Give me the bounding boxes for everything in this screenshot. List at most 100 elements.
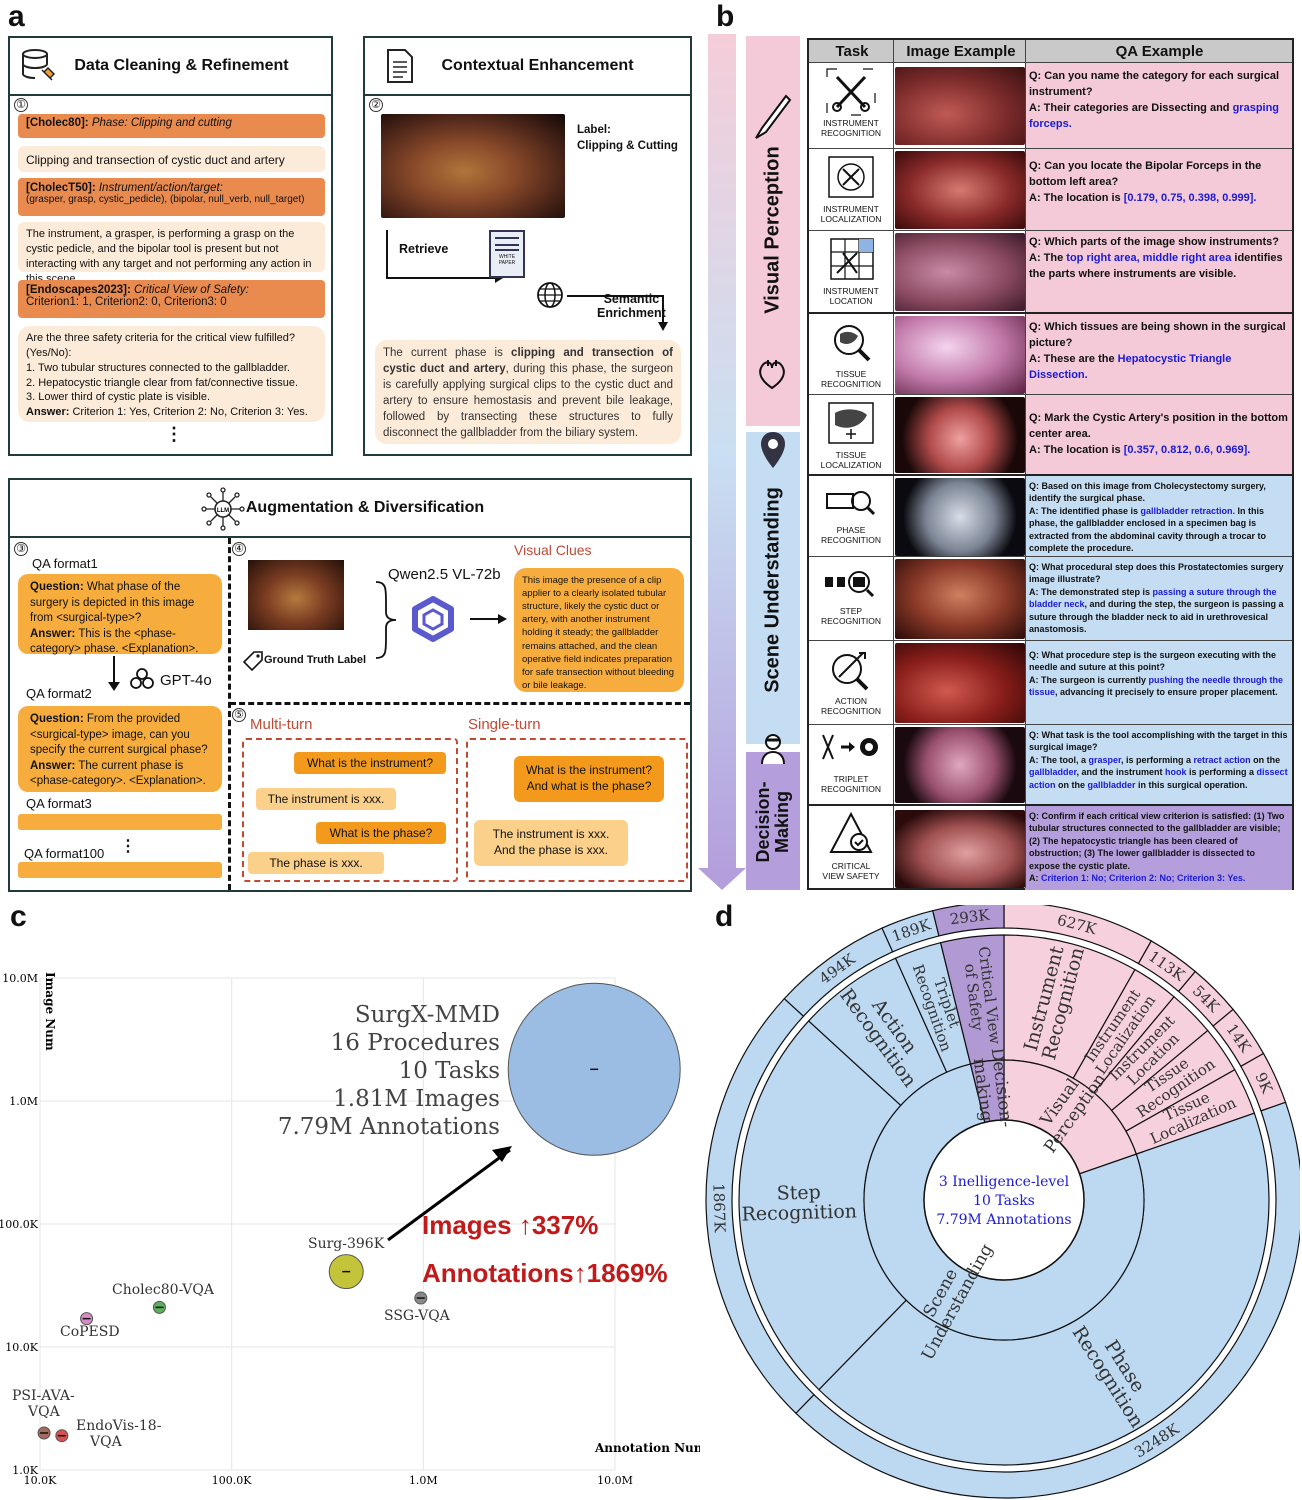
qa-answer-rest: , and during the step, the surgeon is pa… bbox=[1029, 599, 1284, 635]
qa-example: Q: Can you locate the Bipolar Forceps in… bbox=[1027, 157, 1290, 209]
label-ssg-vqa: SSG-VQA bbox=[384, 1308, 451, 1324]
data-cleaning-header: Data Cleaning & Refinement bbox=[10, 38, 331, 96]
enrichment-arrow bbox=[567, 295, 668, 331]
step-number-1: ① bbox=[14, 98, 28, 112]
example-image bbox=[895, 727, 1025, 803]
task-label-4a: TISSUE bbox=[835, 369, 867, 380]
multi-turn-frame bbox=[242, 738, 458, 882]
endoscapes-question: Are the three safety criteria for the cr… bbox=[26, 332, 296, 359]
qa-answer: A: The identified phase is bbox=[1029, 505, 1141, 516]
more-datasets-dots: ⋮ bbox=[165, 424, 183, 444]
qa-answer-highlight: grasping forceps. bbox=[1029, 101, 1280, 130]
step-number-4: ④ bbox=[232, 542, 246, 556]
cholect50-tag-bar: [CholecT50]: Instrument/action/target: (… bbox=[18, 178, 325, 216]
y-tick-label: 10.0M bbox=[2, 972, 38, 985]
endoscapes-question-box: Are the three safety criteria for the cr… bbox=[18, 326, 325, 422]
retrieve-arrow bbox=[386, 230, 503, 283]
y-axis-label: Image Num bbox=[43, 972, 57, 1051]
qa-question: Q: Which tissues are being shown in the … bbox=[1029, 321, 1286, 349]
task-sunburst-chart: 3 Inelligence-level 10 Tasks 7.79M Annot… bbox=[705, 905, 1300, 1499]
ground-truth-label: Ground Truth Label bbox=[264, 654, 367, 666]
qa-answer-highlight: top right area, middle right area bbox=[1066, 251, 1232, 264]
qa-answer-highlight: pushing the needle through the tissue bbox=[1029, 674, 1284, 698]
qa-question: Q: Which parts of the image show instrum… bbox=[1029, 236, 1279, 248]
task-label-3b: LOCATION bbox=[829, 295, 873, 306]
x-tick-label: 10.0K bbox=[24, 1474, 57, 1487]
task-label-10b: VIEW SAFETY bbox=[822, 870, 880, 881]
qa-answer: A: These are the bbox=[1029, 352, 1118, 365]
qa-answer-rest-5: on the bbox=[1055, 779, 1088, 790]
visual-clues-title: Visual Clues bbox=[514, 542, 592, 558]
x-tick-label: 100.0K bbox=[212, 1474, 252, 1487]
progress-arrow-head bbox=[698, 868, 746, 890]
task-label-9a: TRIPLET bbox=[833, 774, 869, 785]
column-divider-2 bbox=[1025, 40, 1026, 888]
cholec80-tag-bar: [Cholec80]: Phase: Clipping and cutting bbox=[18, 114, 325, 138]
multi-answer-2: The phase is xxx. bbox=[248, 852, 384, 874]
qa-answer-rest-3: , and the instrument bbox=[1076, 767, 1166, 778]
semantic-enrichment-label: Semantic Enrichment bbox=[597, 292, 666, 320]
safety-shield-icon bbox=[829, 811, 873, 853]
single-answer: The instrument is xxx.And the phase is x… bbox=[474, 820, 628, 866]
task-label-1b: RECOGNITION bbox=[821, 127, 881, 138]
label-cholec80-vqa: Cholec80-VQA bbox=[112, 1282, 215, 1298]
qa-example: Q: What procedural step does this Prosta… bbox=[1027, 559, 1290, 637]
step-camera-icon bbox=[825, 571, 875, 598]
example-image bbox=[895, 316, 1025, 394]
qa-format-2-box: Question: From the provided <surgical-ty… bbox=[18, 706, 222, 792]
llm-text: LLM bbox=[217, 508, 229, 514]
qa-answer: A: The location is bbox=[1029, 191, 1124, 204]
context-label-key: Label: bbox=[577, 124, 611, 136]
endoscapes-tag: [Endoscapes2023]: bbox=[26, 284, 131, 296]
qa-bg-blue bbox=[1025, 474, 1292, 804]
single-question-line-2: And what is the phase? bbox=[526, 778, 652, 793]
step-number-2: ② bbox=[369, 98, 383, 112]
context-label-value: Clipping & Cutting bbox=[577, 140, 678, 152]
task-example-table: Task Image Example QA Example INSTRUMENT… bbox=[807, 38, 1294, 890]
context-summary: The current phase is clipping and transe… bbox=[375, 340, 681, 444]
endoscapes-tag-bar: [Endoscapes2023]: Critical View of Safet… bbox=[18, 280, 325, 318]
qa-answer-highlight: gallbladder retraction. bbox=[1140, 505, 1236, 516]
qa-question: Q: What procedural step does this Prosta… bbox=[1029, 562, 1284, 585]
qa-answer: A: The tool, a bbox=[1029, 754, 1089, 765]
qa1-answer-label: Answer: bbox=[30, 627, 76, 640]
header-task: Task bbox=[835, 42, 869, 60]
example-image bbox=[895, 67, 1025, 145]
qa1-question: What phase of the surgery is depicted in… bbox=[30, 581, 195, 625]
task-label-7b: RECOGNITION bbox=[821, 615, 881, 626]
qa-answer-rest-2: on the bbox=[1250, 754, 1281, 765]
task-label-8a: ACTION bbox=[834, 696, 868, 707]
endoscapes-criterion-2: 2. Hepatocystic triangle clear from fat/… bbox=[26, 376, 299, 389]
qa-answer-highlight-4: hook bbox=[1165, 767, 1187, 778]
single-answer-line-2: And the phase is xxx. bbox=[493, 842, 609, 857]
qa-question: Q: Based on this image from Cholecystect… bbox=[1029, 481, 1266, 504]
column-divider-1 bbox=[893, 40, 894, 888]
qa-format-3-bar bbox=[18, 814, 222, 830]
qa-answer-highlight-6: gallbladder bbox=[1087, 779, 1136, 790]
qa2-question: From the provided <surgical-type> image,… bbox=[30, 713, 208, 757]
crossed-scissors-icon bbox=[826, 68, 876, 116]
label-endovis-1: EndoVis-18- bbox=[76, 1418, 162, 1434]
panel-letter-a: a bbox=[8, 0, 25, 33]
panel-letter-b: b bbox=[716, 0, 735, 33]
qa-format-100-bar bbox=[18, 862, 222, 878]
phase-camera-icon bbox=[826, 491, 876, 516]
single-turn-frame bbox=[466, 738, 688, 882]
qa-answer-highlight: grasper bbox=[1088, 754, 1122, 765]
qa1-question-label: Question: bbox=[30, 581, 84, 593]
qa-answer: A: Their categories are Dissecting and bbox=[1029, 101, 1233, 114]
sunburst-center-text: 3 Inelligence-level 10 Tasks 7.79M Annot… bbox=[936, 1174, 1071, 1228]
openai-icon bbox=[130, 668, 154, 689]
step-number-3: ③ bbox=[14, 542, 28, 556]
qa-format-3-label: QA format3 bbox=[26, 796, 92, 811]
label-endovis-2: VQA bbox=[89, 1434, 123, 1450]
example-image bbox=[895, 397, 1025, 473]
header-qa-example: QA Example bbox=[1115, 42, 1204, 60]
qa-question: Q: What procedure step is the surgeon ex… bbox=[1029, 650, 1277, 673]
progress-gradient-arrow bbox=[708, 34, 736, 874]
